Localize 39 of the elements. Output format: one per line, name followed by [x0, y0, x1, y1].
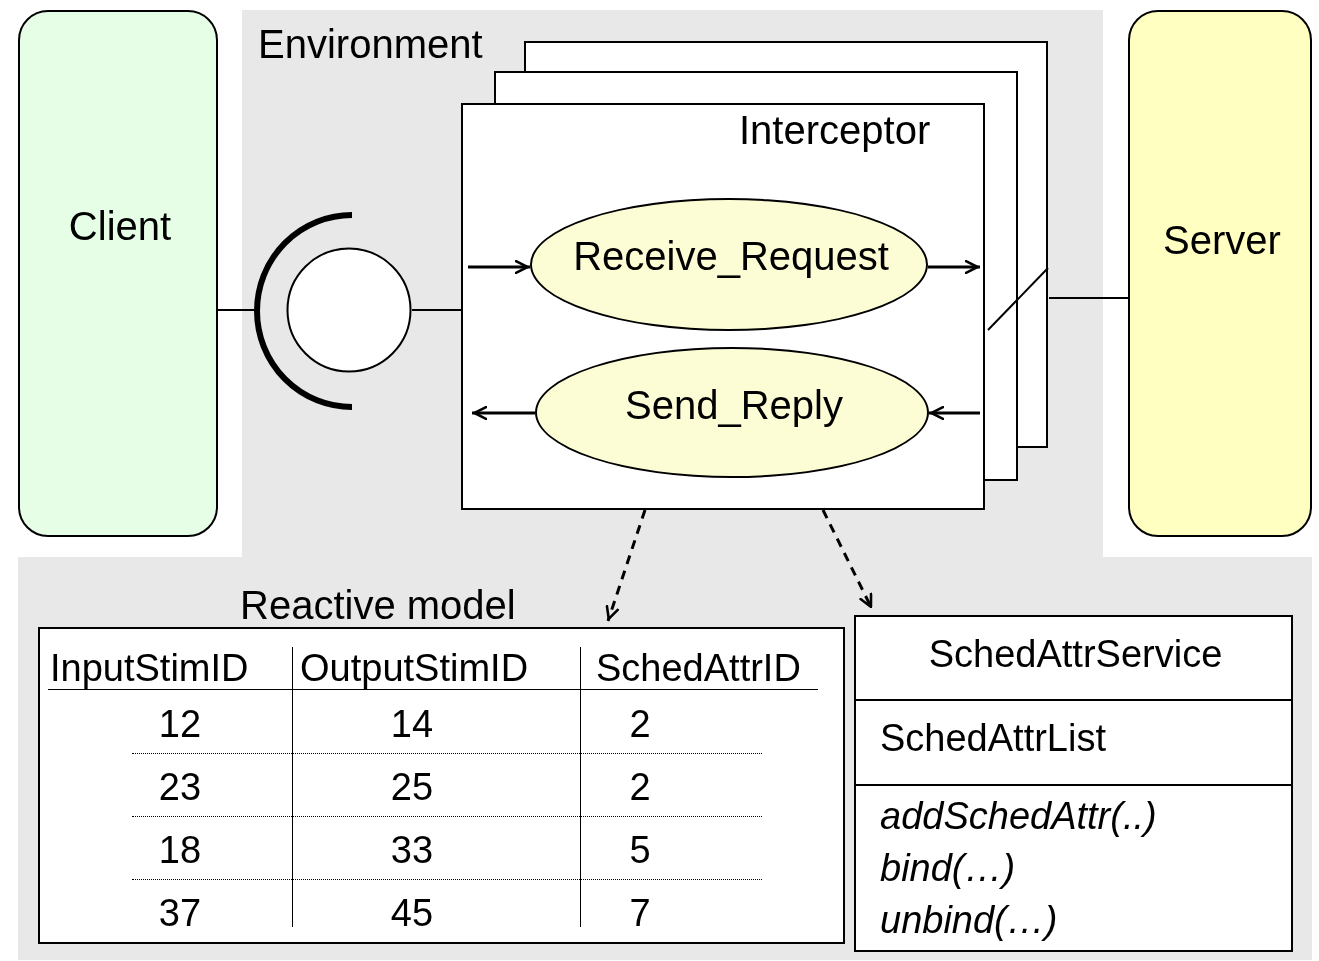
table-cell: 2 [629, 768, 651, 806]
box-label: Client [68, 206, 172, 246]
environment-area [18, 10, 1312, 960]
dashed-arrow [605, 509, 647, 622]
method-text: addSchedAttr(..) [880, 797, 1157, 835]
server-box [1128, 10, 1312, 537]
column-header: SchedAttrID [596, 649, 801, 687]
table-cell: 5 [629, 831, 651, 869]
connector-line [1048, 297, 1129, 299]
class-box [854, 615, 1293, 952]
client-box [18, 10, 218, 537]
table-title: Reactive model [240, 585, 516, 625]
class-name: SchedAttrService [928, 635, 1223, 673]
box-label: Server [1163, 220, 1281, 260]
method-text: bind(…) [880, 849, 1016, 887]
table-cell: 14 [390, 705, 434, 743]
area-title: Environment [258, 24, 483, 64]
arrow [929, 405, 980, 421]
table-cell: 12 [158, 705, 202, 743]
table-cell: 45 [390, 894, 434, 932]
box-label: Interceptor [739, 110, 931, 150]
arrow [468, 259, 530, 275]
table-cell: 23 [158, 768, 202, 806]
arrow [928, 259, 980, 275]
table-cell: 33 [390, 831, 434, 869]
table-cell: 18 [158, 831, 202, 869]
table-cell: 7 [629, 894, 651, 932]
box-label: Send_Reply [625, 385, 843, 425]
table-cell: 25 [390, 768, 434, 806]
table-cell: 2 [629, 705, 651, 743]
attribute-text: SchedAttrList [880, 719, 1106, 757]
column-header: InputStimID [50, 649, 249, 687]
column-header: OutputStimID [300, 649, 529, 687]
connector-line [411, 309, 462, 311]
arrow [472, 405, 535, 421]
dashed-arrow [821, 509, 874, 610]
table-cell: 37 [158, 894, 202, 932]
box-label: Receive_Request [573, 236, 889, 276]
method-text: unbind(…) [880, 901, 1058, 939]
